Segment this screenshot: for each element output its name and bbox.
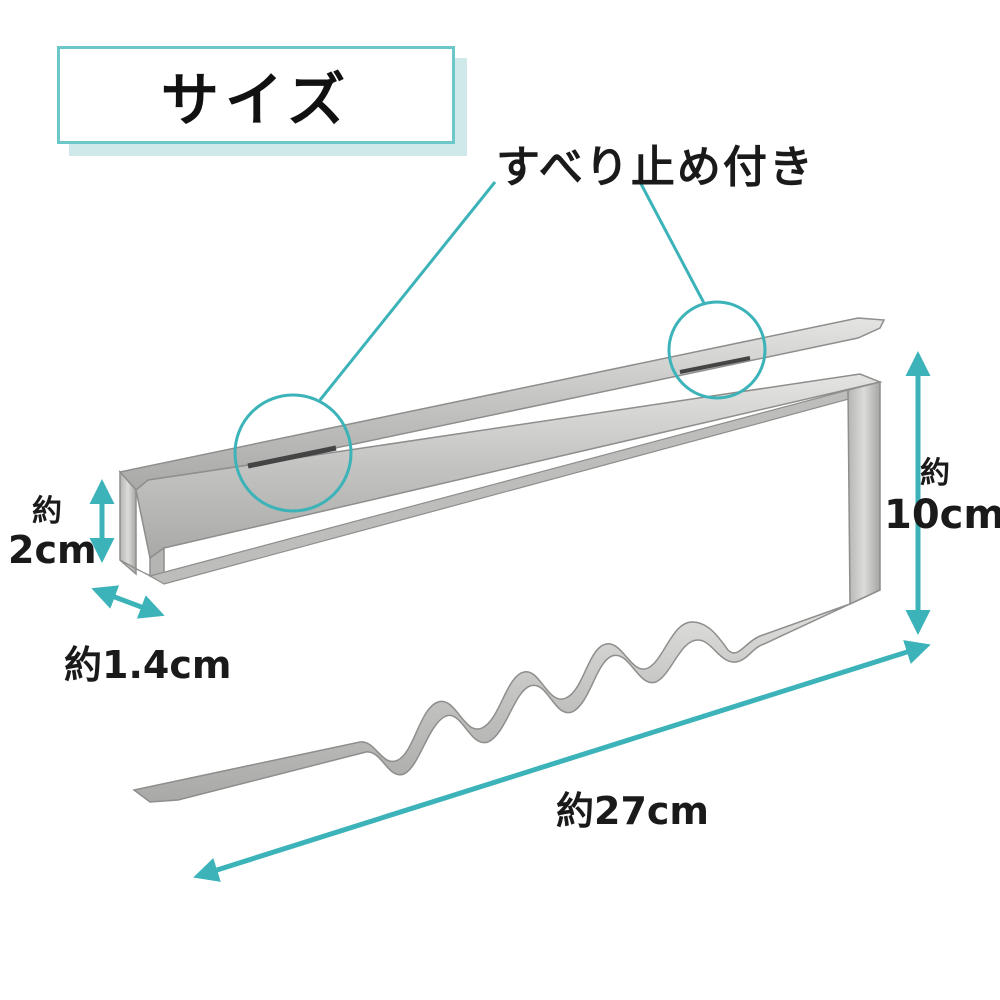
anti-slip-pad — [679, 356, 751, 374]
length-dimension: 約27cm — [556, 789, 710, 833]
anti-slip-pad — [247, 445, 337, 469]
magnifier-circle-icon — [233, 393, 353, 513]
height-dimension-prefix: 約 — [920, 456, 950, 491]
page-title: サイズ — [160, 66, 352, 134]
gap-dimension-value: 2cm — [8, 528, 97, 572]
double-headed-arrow-icon — [91, 585, 165, 619]
anti-slip-callout: すべり止め付き — [496, 142, 815, 193]
height-dimension-value: 10cm — [884, 492, 1000, 538]
hanger-frame — [119, 373, 883, 606]
double-headed-arrow-icon — [193, 640, 931, 882]
callout-leader-line — [318, 181, 497, 401]
title-box: サイズ — [57, 46, 455, 144]
gap-dimension-prefix: 約 — [32, 494, 62, 529]
thickness-dimension: 約1.4cm — [64, 643, 232, 687]
magnifier-circle-icon — [667, 300, 767, 400]
callout-leader-line — [638, 181, 707, 306]
